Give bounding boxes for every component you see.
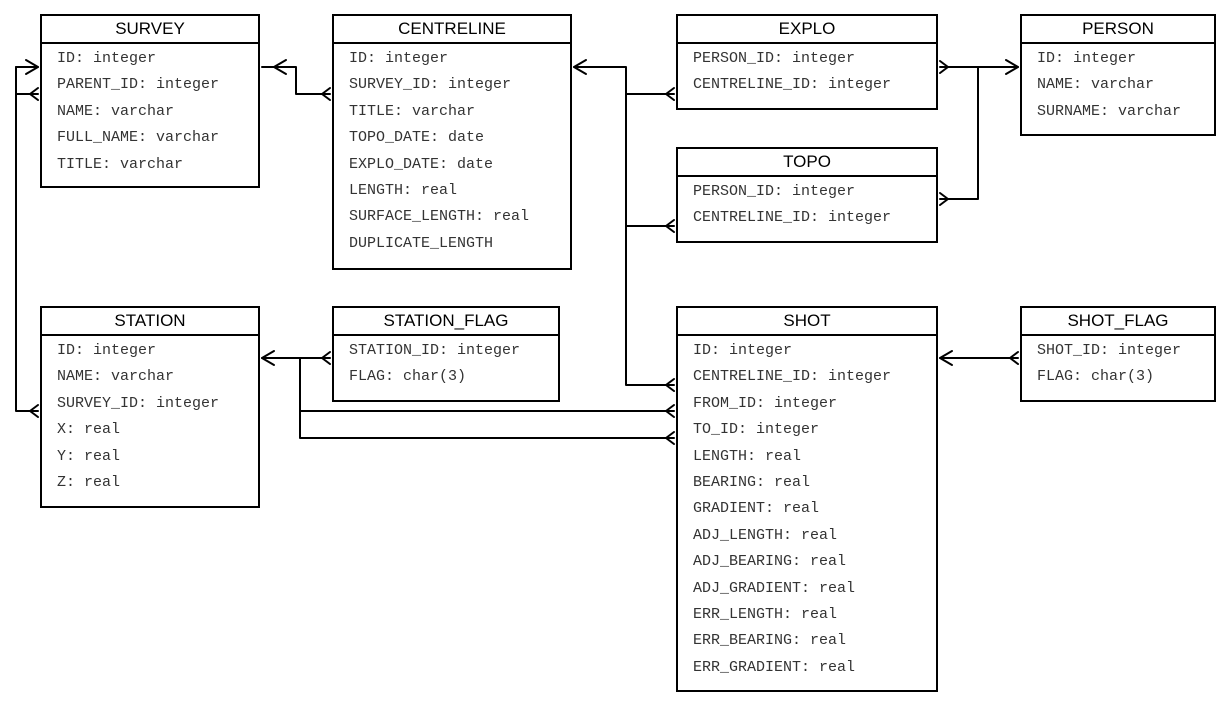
- crow-tick-icon: [665, 87, 675, 101]
- field-row: ID: integer: [1037, 50, 1137, 67]
- field-row: CENTRELINE_ID: integer: [693, 76, 892, 94]
- field-row: ERR_BEARING: real: [693, 632, 847, 650]
- crow-tick-icon: [321, 87, 331, 101]
- field-row: FLAG: char(3): [349, 368, 467, 386]
- entity-title: EXPLO: [678, 16, 936, 44]
- field-row: SURVEY_ID: integer: [349, 76, 512, 94]
- entity-title: SHOT: [678, 308, 936, 336]
- field-row: NAME: varchar: [1037, 76, 1155, 94]
- field-row: LENGTH: real: [693, 447, 802, 465]
- field-row: NAME: varchar: [57, 102, 175, 120]
- arrowhead-icon: [261, 350, 275, 366]
- field-row: NAME: varchar: [57, 368, 175, 386]
- field-row: STATION_ID: integer: [349, 342, 521, 359]
- field-row: LENGTH: real: [349, 181, 458, 199]
- relationship-line: [299, 357, 675, 439]
- field-row: ID: integer: [57, 342, 157, 359]
- crow-tick-icon: [321, 351, 331, 365]
- field-row: CENTRELINE_ID: integer: [693, 368, 892, 386]
- field-row: TITLE: varchar: [57, 155, 184, 173]
- arrowhead-icon: [573, 59, 587, 75]
- field-row: GRADIENT: real: [693, 500, 820, 518]
- entity-title: TOPO: [678, 149, 936, 177]
- crow-tick-icon: [665, 219, 675, 233]
- field-row: TOPO_DATE: date: [349, 129, 485, 147]
- field-row: SURNAME: varchar: [1037, 102, 1182, 120]
- relationship-line: [939, 66, 979, 200]
- field-row: TITLE: varchar: [349, 102, 476, 120]
- field-row: ID: integer: [349, 50, 449, 67]
- field-row: DUPLICATE_LENGTH: [349, 234, 494, 252]
- field-row: FROM_ID: integer: [693, 394, 838, 412]
- field-row: BEARING: real: [693, 473, 811, 491]
- arrowhead-icon: [273, 59, 287, 75]
- arrowhead-icon: [939, 350, 953, 366]
- relationship-line: [15, 66, 39, 412]
- arrowhead-icon: [1005, 59, 1019, 75]
- field-row: SURVEY_ID: integer: [57, 394, 220, 412]
- crow-tick-icon: [665, 404, 675, 418]
- field-row: FLAG: char(3): [1037, 368, 1155, 386]
- arrowhead-icon: [25, 59, 39, 75]
- field-row: ID: integer: [693, 342, 793, 359]
- field-row: PERSON_ID: integer: [693, 183, 856, 200]
- crow-tick-icon: [665, 431, 675, 445]
- field-row: ERR_GRADIENT: real: [693, 658, 856, 676]
- entity-title: STATION_FLAG: [334, 308, 558, 336]
- field-row: SHOT_ID: integer: [1037, 342, 1182, 359]
- entity-title: SHOT_FLAG: [1022, 308, 1214, 336]
- field-row: ADJ_BEARING: real: [693, 553, 847, 571]
- field-row: ADJ_GRADIENT: real: [693, 579, 856, 597]
- field-row: FULL_NAME: varchar: [57, 129, 220, 147]
- crow-tick-icon: [665, 378, 675, 392]
- relationship-line: [261, 66, 331, 95]
- field-row: Y: real: [57, 447, 121, 465]
- crow-tick-icon: [939, 60, 949, 74]
- field-row: PERSON_ID: integer: [693, 50, 856, 67]
- entity-title: PERSON: [1022, 16, 1214, 44]
- field-row: CENTRELINE_ID: integer: [693, 209, 892, 227]
- crow-tick-icon: [1009, 351, 1019, 365]
- field-row: ERR_LENGTH: real: [693, 605, 838, 623]
- entity-title: STATION: [42, 308, 258, 336]
- field-row: PARENT_ID: integer: [57, 76, 220, 94]
- crow-tick-icon: [29, 404, 39, 418]
- crow-tick-icon: [29, 87, 39, 101]
- entity-title: CENTRELINE: [334, 16, 570, 44]
- crow-tick-icon: [939, 192, 949, 206]
- field-row: TO_ID: integer: [693, 421, 820, 439]
- field-row: Z: real: [57, 473, 121, 491]
- field-row: ID: integer: [57, 50, 157, 67]
- field-row: X: real: [57, 421, 121, 439]
- field-row: EXPLO_DATE: date: [349, 155, 494, 173]
- entity-title: SURVEY: [42, 16, 258, 44]
- field-row: ADJ_LENGTH: real: [693, 526, 838, 544]
- field-row: SURFACE_LENGTH: real: [349, 208, 530, 226]
